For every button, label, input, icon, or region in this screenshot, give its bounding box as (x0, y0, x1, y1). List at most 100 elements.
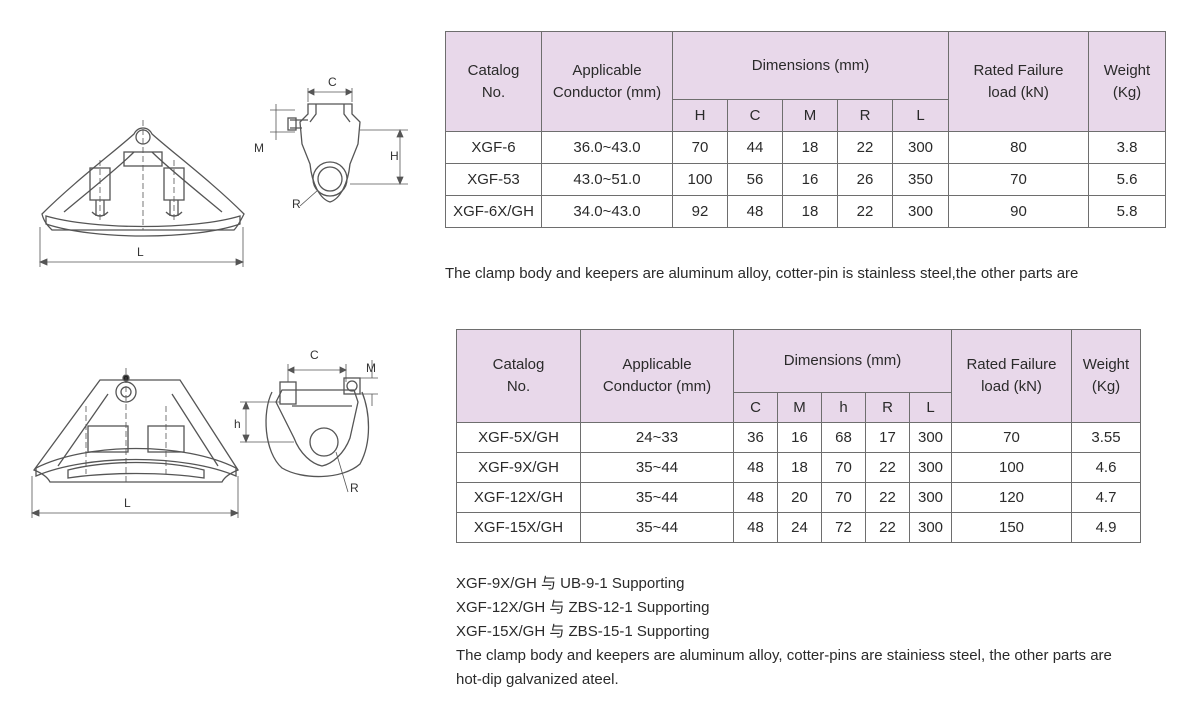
cell: 300 (909, 482, 952, 513)
clamp-front-view-2: L (28, 366, 243, 522)
cell: XGF-5X/GH (456, 422, 581, 453)
cell: 300 (892, 131, 949, 164)
header-dimensions: Dimensions (mm) (733, 329, 952, 393)
cell: 300 (909, 512, 952, 543)
cell: 35~44 (580, 512, 734, 543)
side2-C-label: C (310, 348, 319, 362)
side1-H-label: H (390, 149, 399, 163)
supporting-note-3: XGF-15X/GH 与 ZBS-15-1 Supporting (456, 623, 710, 640)
cell: 48 (733, 512, 778, 543)
header-dim-col: h (821, 392, 866, 423)
cell: 68 (821, 422, 866, 453)
cell: 70 (672, 131, 728, 164)
side2-M-label: M (366, 361, 376, 375)
cell: 56 (727, 163, 783, 196)
clamp-front-view-1-svg: L (38, 120, 245, 267)
cell: 36 (733, 422, 778, 453)
header-weight: Weight(Kg) (1071, 329, 1141, 423)
cell: XGF-9X/GH (456, 452, 581, 483)
cell: 17 (865, 422, 910, 453)
cell: 4.9 (1071, 512, 1141, 543)
cell: 70 (951, 422, 1072, 453)
side1-R-label: R (292, 197, 301, 211)
cell: 5.6 (1088, 163, 1166, 196)
cell: 22 (865, 512, 910, 543)
cell: 3.55 (1071, 422, 1141, 453)
cell: 300 (909, 452, 952, 483)
table-row: XGF-9X/GH 35~44 48 18 70 22 300 100 4.6 (456, 452, 1141, 483)
header-dim-col: C (727, 99, 783, 132)
cell: 72 (821, 512, 866, 543)
cell: 36.0~43.0 (541, 131, 673, 164)
clamp-side-view-2-svg: C M h R (234, 348, 378, 495)
cell: XGF-6 (445, 131, 542, 164)
table-row: XGF-6X/GH 34.0~43.0 92 48 18 22 300 90 5… (445, 195, 1166, 228)
cell: 18 (777, 452, 822, 483)
table-row: XGF-53 43.0~51.0 100 56 16 26 350 70 5.6 (445, 163, 1166, 196)
header-dim-col: R (837, 99, 893, 132)
table-row: XGF-5X/GH 24~33 36 16 68 17 300 70 3.55 (456, 422, 1141, 453)
cell: 44 (727, 131, 783, 164)
cell: 18 (782, 131, 838, 164)
cell: 20 (777, 482, 822, 513)
clamp-front-view-2-svg: L (30, 368, 240, 518)
cell: 92 (672, 195, 728, 228)
side2-h-label: h (234, 417, 241, 431)
header-dim-col: C (733, 392, 778, 423)
table-row: XGF-12X/GH 35~44 48 20 70 22 300 120 4.7 (456, 482, 1141, 513)
cell: 300 (892, 195, 949, 228)
cell: 80 (948, 131, 1089, 164)
cell: 22 (837, 195, 893, 228)
cell: 350 (892, 163, 949, 196)
cell: 24~33 (580, 422, 734, 453)
cell: 70 (821, 452, 866, 483)
cell: XGF-6X/GH (445, 195, 542, 228)
header-dim-col: R (865, 392, 910, 423)
cell: 35~44 (580, 452, 734, 483)
header-dim-col: L (909, 392, 952, 423)
cell: XGF-53 (445, 163, 542, 196)
cell: 90 (948, 195, 1089, 228)
cell: 34.0~43.0 (541, 195, 673, 228)
cell: 3.8 (1088, 131, 1166, 164)
header-dim-col: M (782, 99, 838, 132)
side1-M-label: M (254, 141, 264, 155)
header-dim-col: L (892, 99, 949, 132)
clamp-side-view-1-svg: C M H R (254, 75, 408, 211)
header-weight: Weight(Kg) (1088, 31, 1166, 132)
supporting-note-1: XGF-9X/GH 与 UB-9-1 Supporting (456, 575, 685, 592)
cell: 70 (821, 482, 866, 513)
clamp-front-view-1: L (34, 112, 249, 270)
cell: 300 (909, 422, 952, 453)
cell: 100 (951, 452, 1072, 483)
cell: 22 (865, 452, 910, 483)
cell: 48 (733, 482, 778, 513)
cell: 4.6 (1071, 452, 1141, 483)
cell: 70 (948, 163, 1089, 196)
header-dimensions: Dimensions (mm) (672, 31, 949, 100)
clamp-side-view-1: C M H R (250, 74, 415, 219)
material-note-1: The clamp body and keepers are aluminum … (445, 265, 1079, 282)
cell: 43.0~51.0 (541, 163, 673, 196)
table-row: XGF-15X/GH 35~44 48 24 72 22 300 150 4.9 (456, 512, 1141, 543)
cell: 24 (777, 512, 822, 543)
cell: 100 (672, 163, 728, 196)
front1-L-label: L (137, 245, 144, 259)
header-dim-col: H (672, 99, 728, 132)
cell: 120 (951, 482, 1072, 513)
table-row: XGF-6 36.0~43.0 70 44 18 22 300 80 3.8 (445, 131, 1166, 164)
side1-C-label: C (328, 75, 337, 89)
cell: XGF-12X/GH (456, 482, 581, 513)
clamp-side-view-2: C M h R (232, 342, 382, 507)
cell: 35~44 (580, 482, 734, 513)
cell: 22 (865, 482, 910, 513)
cell: 22 (837, 131, 893, 164)
cell: 4.7 (1071, 482, 1141, 513)
